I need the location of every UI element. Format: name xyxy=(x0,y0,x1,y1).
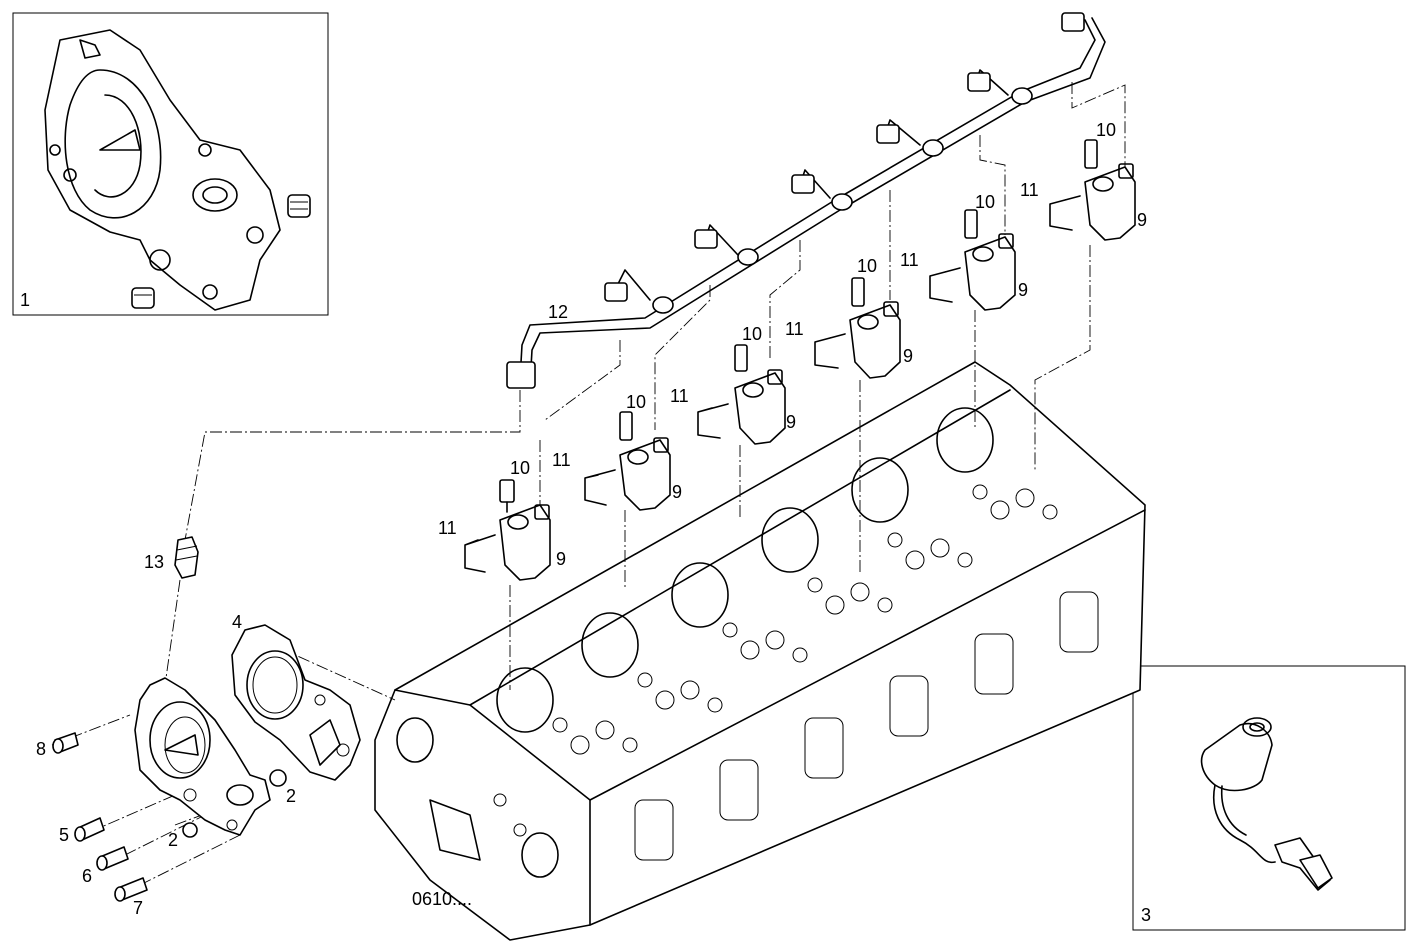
callout-2-lower: 2 xyxy=(168,830,178,850)
injector-group-2 xyxy=(584,411,671,511)
bolt-8 xyxy=(52,732,79,754)
callout-9-group-4: 9 xyxy=(903,346,913,366)
injector-group-3 xyxy=(697,344,786,445)
callout-10-group-5: 10 xyxy=(975,192,995,212)
callout-9-group-3: 9 xyxy=(786,412,796,432)
callout-12: 12 xyxy=(548,302,568,322)
housing-main xyxy=(134,677,287,838)
callout-7: 7 xyxy=(133,898,143,918)
callout-9-group-2: 9 xyxy=(672,482,682,502)
bolt-5 xyxy=(74,817,105,842)
inset-frame-3 xyxy=(1132,665,1406,931)
bolt-7 xyxy=(114,877,148,902)
inset-sensor-detail: 3 xyxy=(1132,665,1406,931)
housing-part-drawing xyxy=(44,29,311,311)
callout-10-group-2: 10 xyxy=(626,392,646,412)
callout-11-group-2: 11 xyxy=(552,450,571,470)
callout-13: 13 xyxy=(144,552,164,572)
inset-frame-1 xyxy=(12,12,329,316)
callout-10-group-4: 10 xyxy=(857,256,877,276)
sensor-part-drawing xyxy=(1200,717,1333,891)
callout-2-upper: 2 xyxy=(286,786,296,806)
callout-11-group-6: 11 xyxy=(1020,180,1039,200)
side-ports xyxy=(634,591,1099,861)
valve-seats xyxy=(552,484,1058,755)
callout-1: 1 xyxy=(20,290,30,310)
injector-group-5 xyxy=(929,209,1016,311)
callout-3: 3 xyxy=(1141,905,1151,925)
gasket-4 xyxy=(231,624,361,781)
callout-4: 4 xyxy=(232,612,242,632)
callout-9-group-5: 9 xyxy=(1018,280,1028,300)
inset-housing-detail: 1 xyxy=(12,12,329,316)
callout-9-group-6: 9 xyxy=(1137,210,1147,230)
callout-11-group-4: 11 xyxy=(785,319,804,339)
fuel-rail-line xyxy=(506,12,1106,389)
callout-8: 8 xyxy=(36,739,46,759)
callout-11-group-5: 11 xyxy=(900,250,919,270)
callout-10-group-6: 10 xyxy=(1096,120,1116,140)
callout-5: 5 xyxy=(59,825,69,845)
callout-10-group-3: 10 xyxy=(742,324,762,344)
callout-10-group-1: 10 xyxy=(510,458,530,478)
injector-group-1 xyxy=(464,479,551,581)
callout-11-group-1: 11 xyxy=(438,518,457,538)
drawing-code: 0610.... xyxy=(412,889,472,909)
bolt-6 xyxy=(96,846,129,871)
callout-6: 6 xyxy=(82,866,92,886)
fitting-13 xyxy=(174,536,199,579)
callout-11-group-3: 11 xyxy=(670,386,689,406)
callout-9-group-1: 9 xyxy=(556,549,566,569)
injector-group-6 xyxy=(1049,139,1136,241)
cylinder-head-block xyxy=(374,361,1146,941)
injector-group-4 xyxy=(814,277,901,379)
